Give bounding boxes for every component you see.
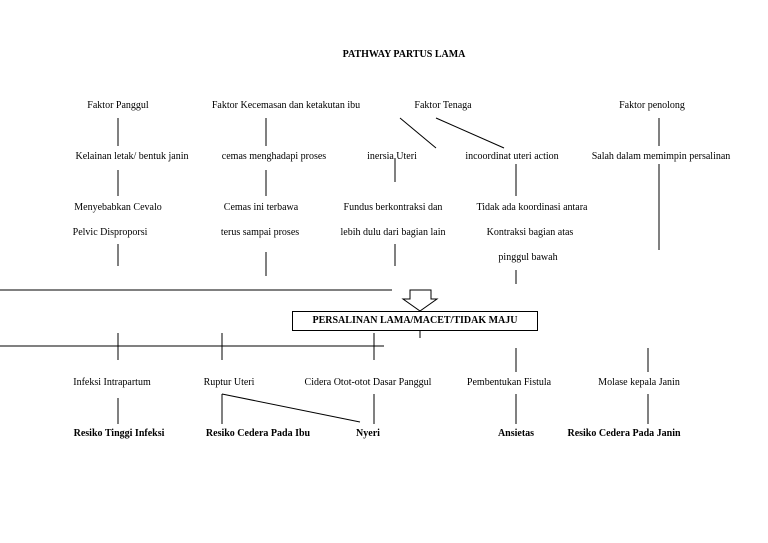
diagnosis-cedera-ibu: Resiko Cedera Pada Ibu — [205, 428, 311, 439]
diagnosis-nyeri: Nyeri — [356, 428, 380, 439]
effect-incoordinat: incoordinat uteri action — [465, 151, 559, 162]
factor-panggul: Faktor Panggul — [87, 100, 149, 111]
connector — [221, 393, 361, 423]
koordinasi-line-1: Tidak ada koordinasi antara — [476, 202, 588, 213]
complication-infeksi: Infeksi Intrapartum — [73, 377, 151, 388]
fundus-line-1: Fundus berkontraksi dan — [343, 202, 443, 213]
diagnosis-infeksi: Resiko Tinggi Infeksi — [73, 428, 165, 439]
effect-kelainan: Kelainan letak/ bentuk janin — [75, 151, 189, 162]
page-title: PATHWAY PARTUS LAMA — [342, 49, 466, 60]
cevalo-line-2: Pelvic Disproporsi — [72, 227, 148, 238]
koordinasi-line-3: pinggul bawah — [498, 252, 558, 263]
complication-ruptur: Ruptur Uteri — [203, 377, 255, 388]
diagnosis-cedera-janin: Resiko Cedera Pada Janin — [567, 428, 681, 439]
down-arrow-icon — [401, 289, 439, 312]
koordinasi-line-2: Kontraksi bagian atas — [486, 227, 574, 238]
connector — [435, 117, 505, 149]
terbawa-line-2: terus sampai proses — [220, 227, 300, 238]
connector — [399, 117, 437, 149]
fundus-line-2: lebih dulu dari bagian lain — [340, 227, 446, 238]
central-condition-box: PERSALINAN LAMA/MACET/TIDAK MAJU — [292, 311, 538, 331]
effect-cemas: cemas menghadapi proses — [221, 151, 327, 162]
complication-fistula: Pembentukan Fistula — [466, 377, 552, 388]
factor-penolong: Faktor penolong — [619, 100, 685, 111]
complication-molase: Molase kepala Janin — [598, 377, 680, 388]
cevalo-line-1: Menyebabkan Cevalo — [74, 202, 162, 213]
factor-kecemasan: Faktor Kecemasan dan ketakutan ibu — [211, 100, 361, 111]
effect-inersia: inersia Uteri — [367, 151, 417, 162]
factor-tenaga: Faktor Tenaga — [414, 100, 472, 111]
effect-salah: Salah dalam memimpin persalinan — [591, 151, 731, 162]
diagnosis-ansietas: Ansietas — [497, 428, 535, 439]
complication-cidera: Cidera Otot-otot Dasar Panggul — [304, 377, 432, 388]
terbawa-line-1: Cemas ini terbawa — [223, 202, 299, 213]
